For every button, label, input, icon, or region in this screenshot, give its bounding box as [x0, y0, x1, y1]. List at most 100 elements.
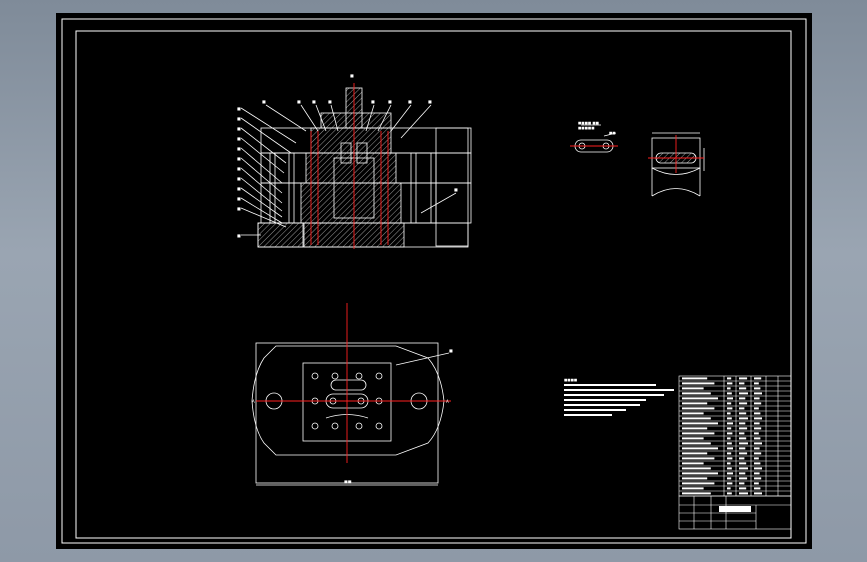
parts-list-cell-text [727, 432, 733, 435]
outer-border [61, 18, 807, 544]
parts-list-cell-text [682, 402, 708, 405]
parts-list-cell-text [739, 382, 745, 385]
part-section-view [651, 132, 705, 197]
parts-list-cell-text [739, 477, 748, 480]
parts-list-cell-text [754, 432, 759, 435]
parts-list-cell-text [682, 427, 708, 430]
svg-text:■: ■ [388, 99, 392, 104]
parts-list-cell-text [682, 477, 708, 480]
parts-list-cell-text [754, 387, 761, 390]
parts-list-cell-text [739, 417, 748, 420]
parts-list-cell-text [754, 412, 761, 415]
svg-text:■■■■ ■■: ■■■■ ■■ [578, 121, 599, 125]
parts-list-cell-text [727, 452, 732, 455]
parts-list-cell-text [682, 457, 715, 460]
parts-list-cell-text [727, 477, 732, 480]
parts-list-cell-text [682, 482, 715, 485]
svg-text:■: ■ [371, 99, 375, 104]
parts-list-cell-text [682, 387, 704, 390]
parts-list-cell-text [754, 377, 762, 380]
parts-list-cell-text [754, 447, 760, 450]
svg-text:■: ■ [237, 166, 241, 171]
parts-list-cell-text [739, 492, 748, 495]
parts-list-cell-text [682, 442, 711, 445]
parts-list-cell-text [682, 462, 704, 465]
svg-text:■: ■ [237, 116, 241, 121]
svg-text:■: ■ [237, 176, 241, 181]
parts-list-cell-text [682, 487, 704, 490]
svg-text:■: ■ [428, 99, 432, 104]
technical-notes: ■■■■ [564, 378, 674, 416]
section-centerlines [310, 83, 389, 249]
parts-list-text [682, 377, 762, 495]
parts-list-cell-text [682, 412, 704, 415]
parts-list-cell-text [682, 467, 711, 470]
parts-list-cell-text [739, 467, 748, 470]
parts-list-cell-text [682, 422, 718, 425]
svg-text:■: ■ [312, 99, 316, 104]
parts-list-cell-text [727, 382, 733, 385]
parts-list-cell-text [727, 412, 731, 415]
parts-list-cell-text [739, 392, 748, 395]
parts-list-cell-text [754, 482, 759, 485]
parts-list-cell-text [682, 407, 715, 410]
parts-list-cell-text [727, 482, 733, 485]
parts-list-cell-text [754, 452, 762, 455]
svg-text:■: ■ [237, 106, 241, 111]
parts-list-cell-text [727, 487, 731, 490]
parts-list-cell-text [682, 392, 711, 395]
parts-list-cell-text [727, 422, 733, 425]
svg-text:■: ■ [262, 99, 266, 104]
plan-centerlines [256, 303, 451, 463]
parts-list-cell-text [739, 407, 745, 410]
svg-text:■: ■ [237, 233, 241, 238]
parts-list-cell-text [739, 487, 747, 490]
parts-list-cell-text [682, 472, 718, 475]
parts-list-cell-text [727, 387, 731, 390]
parts-list-cell-text [727, 417, 732, 420]
parts-list-cell-text [754, 427, 762, 430]
svg-text:■: ■ [454, 187, 458, 192]
svg-text:■: ■ [408, 99, 412, 104]
parts-list-cell-text [754, 467, 762, 470]
svg-text:■: ■ [237, 186, 241, 191]
parts-list-cell-text [727, 437, 731, 440]
section-labels: ■■■ ■■■ ■■■ ■■■ ■■■ ■■■ ■■■ ■ [237, 73, 458, 238]
cad-drawing-sheet: ■■■ ■■■ ■■■ ■■■ ■■■ ■■■ ■■■ ■ ■■ ■ A A [61, 18, 807, 544]
parts-list-cell-text [754, 442, 762, 445]
parts-list-cell-text [739, 457, 745, 460]
svg-text:■: ■ [237, 196, 241, 201]
parts-list-cell-text [739, 377, 748, 380]
parts-list-cell-text [754, 487, 761, 490]
parts-list-cell-text [682, 452, 708, 455]
parts-list-cell-text [727, 402, 732, 405]
parts-list-cell-text [682, 437, 704, 440]
parts-list-cell-text [739, 447, 746, 450]
parts-list-cell-text [682, 377, 708, 380]
parts-list-cell-text [682, 417, 711, 420]
svg-text:A: A [252, 399, 255, 404]
parts-list-cell-text [739, 412, 747, 415]
parts-list-cell-text [727, 457, 733, 460]
parts-list-cell-text [727, 407, 733, 410]
parts-list-cell-text [739, 437, 747, 440]
svg-text:■■■■■: ■■■■■ [578, 126, 595, 130]
part-view-labels: ■■■■ ■■ ■■■■■ ■■ [578, 121, 616, 135]
parts-list-cell-text [754, 402, 762, 405]
svg-text:■: ■ [297, 99, 301, 104]
plan-view [251, 342, 450, 486]
parts-list-cell-text [754, 492, 762, 495]
parts-list-cell-text [727, 427, 732, 430]
parts-list-cell-text [727, 447, 733, 450]
parts-list-cell-text [682, 382, 715, 385]
plan-labels: ■■ ■ A A [252, 348, 453, 484]
cad-viewport[interactable]: ■■■ ■■■ ■■■ ■■■ ■■■ ■■■ ■■■ ■ ■■ ■ A A [56, 13, 812, 549]
parts-list-cell-text [682, 397, 718, 400]
svg-text:■: ■ [328, 99, 332, 104]
parts-list-cell-text [727, 467, 732, 470]
parts-list-cell-text [739, 402, 748, 405]
svg-text:■: ■ [237, 126, 241, 131]
parts-list-cell-text [754, 477, 762, 480]
parts-list-cell-text [682, 447, 718, 450]
parts-list-cell-text [754, 392, 762, 395]
